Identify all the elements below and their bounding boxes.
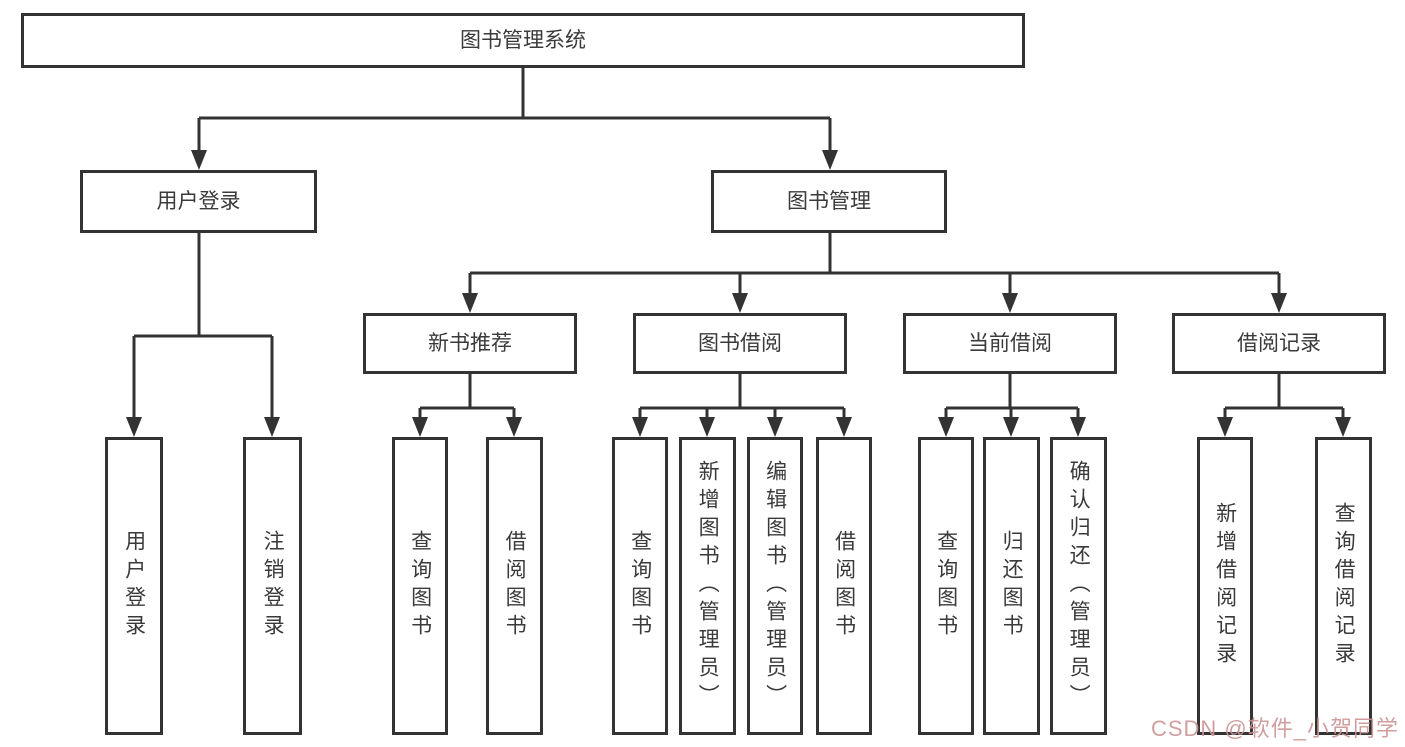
leaf-add-borrow-record: 新增借阅记录 — [1197, 437, 1253, 735]
node-borrow-record: 借阅记录 — [1172, 313, 1386, 374]
node-new-book-recommend: 新书推荐 — [363, 313, 577, 374]
leaf-user-login: 用户登录 — [105, 437, 163, 735]
leaf-recommend-query-book: 查询图书 — [392, 437, 448, 735]
leaf-confirm-return-admin: 确认归还（管理员） — [1050, 437, 1107, 735]
leaf-current-query-book: 查询图书 — [918, 437, 974, 735]
node-current-borrow: 当前借阅 — [903, 313, 1117, 374]
node-book-borrow: 图书借阅 — [633, 313, 847, 374]
leaf-return-book: 归还图书 — [983, 437, 1040, 735]
csdn-watermark: CSDN @软件_小贺同学 — [1150, 716, 1399, 741]
leaf-edit-book-admin: 编辑图书（管理员） — [747, 437, 803, 735]
leaf-query-borrow-record: 查询借阅记录 — [1315, 437, 1372, 735]
leaf-logout: 注销登录 — [243, 437, 302, 735]
leaf-borrow-book: 借阅图书 — [816, 437, 872, 735]
node-user-login: 用户登录 — [80, 170, 317, 233]
leaf-add-book-admin: 新增图书（管理员） — [679, 437, 736, 735]
leaf-borrow-query-book: 查询图书 — [612, 437, 668, 735]
node-root-title: 图书管理系统 — [21, 13, 1025, 68]
leaf-recommend-borrow-book: 借阅图书 — [486, 437, 543, 735]
node-book-management: 图书管理 — [711, 170, 947, 233]
